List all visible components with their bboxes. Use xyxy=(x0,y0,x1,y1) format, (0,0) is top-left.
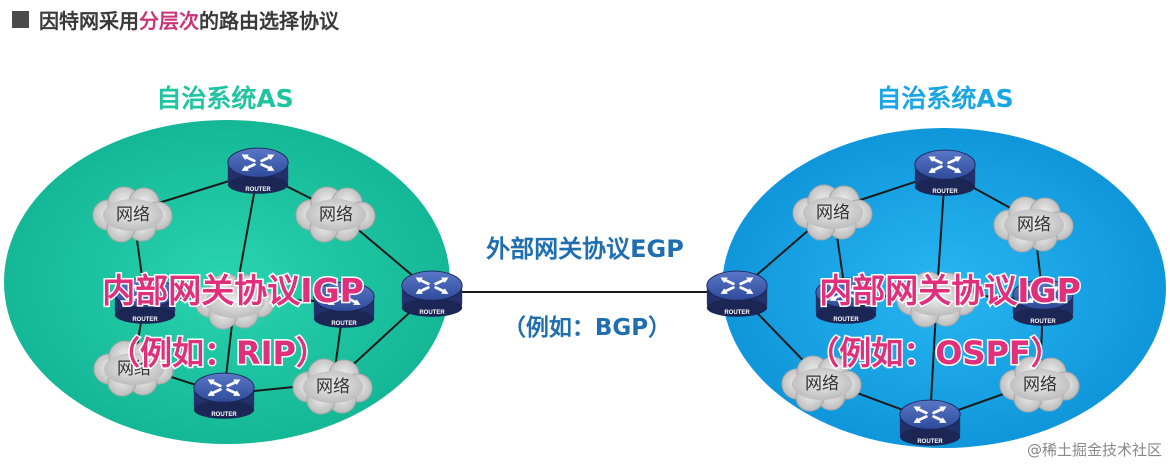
left-igp-example: （例如：RIP） xyxy=(108,334,328,372)
svg-text:ROUTER: ROUTER xyxy=(132,317,158,323)
right-as-title: 自治系统AS xyxy=(876,84,1013,113)
svg-text:ROUTER: ROUTER xyxy=(917,439,943,445)
svg-text:ROUTER: ROUTER xyxy=(211,412,237,418)
network-cloud: 网络 xyxy=(93,340,174,397)
router: ROUTER xyxy=(192,371,256,419)
svg-text:网络: 网络 xyxy=(316,377,350,397)
network-cloud: 网络 xyxy=(295,186,376,243)
svg-text:网络: 网络 xyxy=(816,203,850,223)
egp-example: （例如：BGP） xyxy=(503,314,671,341)
left-igp-label: 内部网关协议IGP xyxy=(102,271,364,310)
svg-text:ROUTER: ROUTER xyxy=(724,310,750,316)
svg-text:网络: 网络 xyxy=(1017,215,1051,235)
svg-text:网络: 网络 xyxy=(319,205,353,225)
network-cloud: 网络 xyxy=(999,356,1080,413)
title-highlight: 分层次 xyxy=(139,10,199,33)
router: ROUTER xyxy=(913,148,977,196)
svg-text:网络: 网络 xyxy=(1023,375,1057,395)
right-igp-example: （例如：OSPF） xyxy=(807,334,1063,372)
svg-text:网络: 网络 xyxy=(116,205,150,225)
right-igp-label: 内部网关协议IGP xyxy=(819,271,1081,310)
router: ROUTER xyxy=(814,276,878,324)
router: ROUTER xyxy=(113,276,177,324)
slide-header: 因特网采用分层次的路由选择协议 xyxy=(12,5,339,34)
egp-label: 外部网关协议EGP xyxy=(486,235,684,263)
watermark: @稀土掘金技术社区 xyxy=(1027,441,1162,459)
svg-text:ROUTER: ROUTER xyxy=(1030,319,1056,325)
header-square-icon xyxy=(12,10,29,28)
network-cloud: 网络 xyxy=(92,186,173,243)
border-router-left: ROUTER xyxy=(400,269,464,317)
svg-text:ROUTER: ROUTER xyxy=(932,189,958,195)
router: ROUTER xyxy=(898,398,962,446)
border-router-right: ROUTER xyxy=(705,269,769,317)
slide-title: 因特网采用分层次的路由选择协议 xyxy=(39,5,339,34)
router: ROUTER xyxy=(1011,278,1075,326)
title-part-1: 因特网采用 xyxy=(39,10,139,33)
svg-text:ROUTER: ROUTER xyxy=(331,321,357,327)
network-cloud: 网络 xyxy=(792,184,873,241)
svg-text:网络: 网络 xyxy=(805,374,839,394)
network-cloud: 网络 xyxy=(292,358,373,415)
network-cloud: 网络 xyxy=(781,355,862,412)
router: ROUTER xyxy=(312,280,376,328)
svg-text:网络: 网络 xyxy=(117,359,151,379)
svg-text:ROUTER: ROUTER xyxy=(245,187,271,193)
title-part-2: 的路由选择协议 xyxy=(199,10,339,33)
left-as-title: 自治系统AS xyxy=(156,84,293,113)
svg-text:ROUTER: ROUTER xyxy=(419,310,445,316)
svg-text:ROUTER: ROUTER xyxy=(833,317,859,323)
network-cloud: 网络 xyxy=(993,196,1074,253)
router: ROUTER xyxy=(226,146,290,194)
